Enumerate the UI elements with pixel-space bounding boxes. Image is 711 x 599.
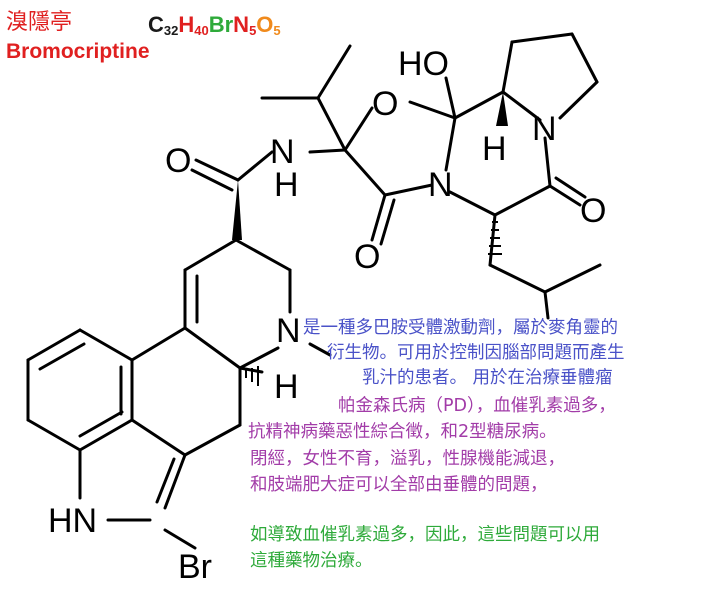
- bond: [558, 80, 599, 120]
- bond: [78, 328, 134, 362]
- bond: [510, 32, 574, 44]
- atom-o-mid: O: [354, 238, 380, 276]
- bond: [543, 290, 550, 320]
- formula-subscript: 32: [163, 23, 179, 38]
- bond: [548, 184, 582, 207]
- atom-h-ergot: H: [274, 368, 299, 406]
- bond: [163, 453, 187, 510]
- atom-nh-h: H: [274, 166, 299, 204]
- hash-bond: [488, 221, 502, 255]
- bond: [448, 190, 497, 217]
- atom-n-right: N: [532, 110, 557, 148]
- bond: [543, 136, 552, 188]
- description-line: 是一種多巴胺受體激動劑，屬於麥角靈的: [303, 318, 618, 338]
- bond: [453, 90, 505, 120]
- compound-name-english: Bromocriptine: [6, 40, 150, 63]
- bond: [444, 76, 457, 120]
- formula-element: O: [256, 12, 274, 37]
- bond: [501, 40, 514, 94]
- bond: [183, 326, 242, 370]
- atom-br: Br: [178, 548, 212, 586]
- molecular-formula: C32H40BrN5O5: [148, 12, 281, 38]
- formula-element: Br: [208, 12, 234, 37]
- bond: [163, 528, 197, 550]
- bond: [190, 168, 234, 192]
- compound-name-chinese: 溴隱亭: [6, 10, 73, 35]
- description-line: 乳汁的患者。 用於在治療垂體瘤: [362, 368, 613, 388]
- bond: [78, 410, 124, 438]
- description-line: 閉經，女性不育，溢乳，性腺機能減退，: [250, 449, 565, 469]
- formula-element: N: [233, 12, 250, 37]
- bond: [488, 263, 547, 294]
- bond: [408, 100, 457, 120]
- bond: [183, 423, 242, 457]
- bond: [38, 342, 86, 371]
- wedge-bond: [232, 180, 242, 240]
- bond: [444, 116, 457, 172]
- bond: [234, 238, 292, 272]
- atom-hn: HN: [48, 502, 97, 540]
- bond: [370, 193, 387, 242]
- atom-o-amide: O: [165, 142, 191, 180]
- bond: [308, 342, 332, 357]
- hash-bond: [245, 366, 259, 386]
- bond: [78, 418, 134, 452]
- formula-element: H: [178, 12, 195, 37]
- atom-ho: HO: [398, 45, 449, 83]
- bond: [554, 176, 587, 199]
- bond: [488, 213, 497, 267]
- atom-n-ergot: N: [276, 312, 301, 350]
- bond: [343, 148, 387, 197]
- atom-nh-n: N: [270, 133, 295, 171]
- formula-subscript: 40: [194, 23, 209, 38]
- wedge-bond: [318, 98, 348, 154]
- bond: [343, 106, 374, 152]
- bond: [316, 44, 352, 100]
- bond: [501, 90, 542, 122]
- description-line: 衍生物。可用於控制因腦部問題而產生: [327, 343, 625, 363]
- bond: [238, 346, 280, 370]
- formula-element: C: [148, 12, 164, 37]
- bond: [570, 32, 599, 84]
- bond: [236, 150, 274, 182]
- bond: [155, 457, 176, 504]
- atom-o-ring: O: [372, 85, 398, 123]
- bond: [26, 418, 82, 452]
- bond: [130, 418, 187, 457]
- description-line: 這種藥物治療。: [250, 551, 373, 571]
- bond: [194, 158, 240, 182]
- bond: [316, 96, 347, 152]
- bond: [383, 183, 434, 197]
- formula-subscript: 5: [273, 23, 281, 38]
- bond: [493, 184, 552, 217]
- atom-h-top: H: [482, 130, 507, 168]
- description-line: 和肢端肥大症可以全部由垂體的問題，: [250, 475, 548, 495]
- description-line: 抗精神病藥惡性綜合徵，和2型糖尿病。: [248, 422, 557, 442]
- description-line: 如導致血催乳素過多，因此，這些問題可以用: [250, 525, 600, 545]
- atom-n-mid: N: [428, 166, 453, 204]
- description-line: 帕金森氏病（PD），血催乳素過多，: [338, 396, 616, 416]
- atom-o-right: O: [580, 192, 606, 230]
- bond: [183, 238, 238, 272]
- bond: [379, 198, 396, 246]
- bond: [543, 263, 602, 294]
- formula-subscript: 5: [249, 23, 257, 38]
- bond: [308, 148, 347, 154]
- wedge-bond: [496, 92, 508, 126]
- bond: [130, 326, 187, 362]
- bond: [26, 328, 82, 362]
